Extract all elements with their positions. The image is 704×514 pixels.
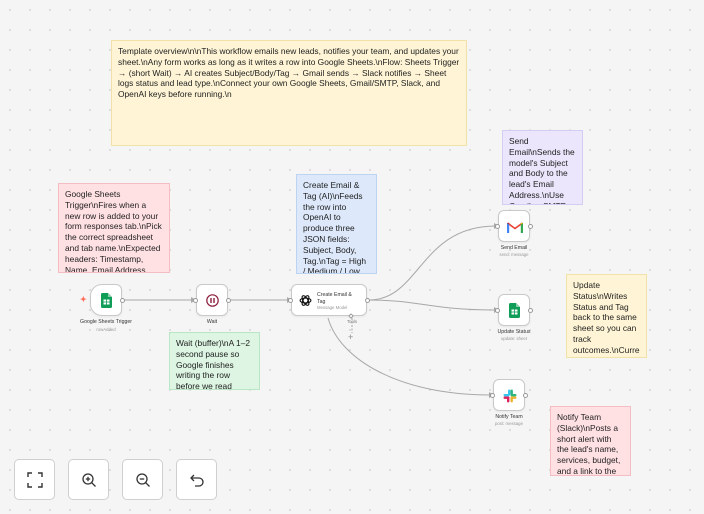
input-handle[interactable] — [490, 393, 495, 398]
google-sheets-icon — [101, 293, 112, 308]
openai-icon — [299, 295, 312, 306]
node-subtitle: rowAdded — [96, 327, 116, 332]
pause-icon — [206, 294, 219, 307]
output-handle[interactable] — [528, 308, 533, 313]
input-handle[interactable] — [495, 224, 500, 229]
node-label: Create Email & Tag — [317, 292, 352, 305]
zoom-out-button[interactable] — [122, 459, 163, 500]
google-sheets-icon — [509, 303, 520, 318]
zoom-out-icon — [135, 472, 150, 487]
node-wait[interactable] — [196, 284, 228, 316]
output-handle[interactable] — [523, 393, 528, 398]
sticky-note-wait[interactable]: Wait (buffer)\nA 1–2 second pause so Goo… — [169, 332, 260, 390]
sticky-note-overview[interactable]: Template overview\n\nThis workflow email… — [111, 40, 467, 146]
input-handle[interactable] — [288, 298, 293, 303]
zoom-in-icon — [81, 472, 96, 487]
node-update-status[interactable] — [498, 294, 530, 326]
input-handle[interactable] — [193, 298, 198, 303]
node-label: Send Email — [500, 245, 528, 251]
node-google-sheets-trigger[interactable] — [90, 284, 122, 316]
fit-view-button[interactable] — [14, 459, 55, 500]
add-tool-button[interactable]: + — [348, 332, 354, 342]
undo-icon — [189, 474, 204, 487]
output-handle[interactable] — [120, 298, 125, 303]
connection-create-notify — [327, 317, 492, 396]
node-notify-team[interactable] — [493, 379, 525, 411]
node-send-email[interactable] — [498, 210, 530, 242]
output-handle[interactable] — [365, 298, 370, 303]
sticky-note-sheets-trigger[interactable]: Google Sheets Trigger\nFires when a new … — [58, 183, 170, 273]
node-label: Wait — [206, 319, 218, 325]
sticky-note-update-status[interactable]: Update Status\nWrites Status and Tag bac… — [566, 274, 647, 358]
node-subtitle: update: sheet — [500, 336, 528, 341]
node-subtitle: Message Model — [317, 305, 348, 310]
output-handle[interactable] — [226, 298, 231, 303]
node-label: Update Status — [497, 329, 531, 335]
sticky-note-send-email[interactable]: Send Email\nSends the model's Subject an… — [502, 130, 583, 205]
node-subtitle: send: message — [499, 252, 529, 257]
gmail-icon — [507, 222, 523, 233]
sticky-note-create-email[interactable]: Create Email & Tag (AI)\nFeeds the row i… — [296, 174, 377, 274]
node-label: Notify Team — [495, 414, 523, 420]
connection-create-send — [368, 225, 497, 301]
node-create-email-tag[interactable]: Create Email & Tag Message Model — [291, 284, 367, 316]
slack-icon — [503, 389, 517, 403]
fit-to-screen-icon — [26, 471, 43, 488]
undo-button[interactable] — [176, 459, 217, 500]
connection-create-update — [368, 299, 497, 311]
sticky-note-notify-team[interactable]: Notify Team (Slack)\nPosts a short alert… — [550, 406, 631, 476]
node-subtitle: post: message — [495, 421, 523, 426]
trigger-bolt-icon: ✦ — [80, 295, 87, 304]
zoom-in-button[interactable] — [68, 459, 109, 500]
output-handle[interactable] — [528, 224, 533, 229]
tools-port-label: Tools — [346, 319, 358, 324]
node-label: Google Sheets Trigger — [80, 319, 132, 325]
input-handle[interactable] — [495, 308, 500, 313]
